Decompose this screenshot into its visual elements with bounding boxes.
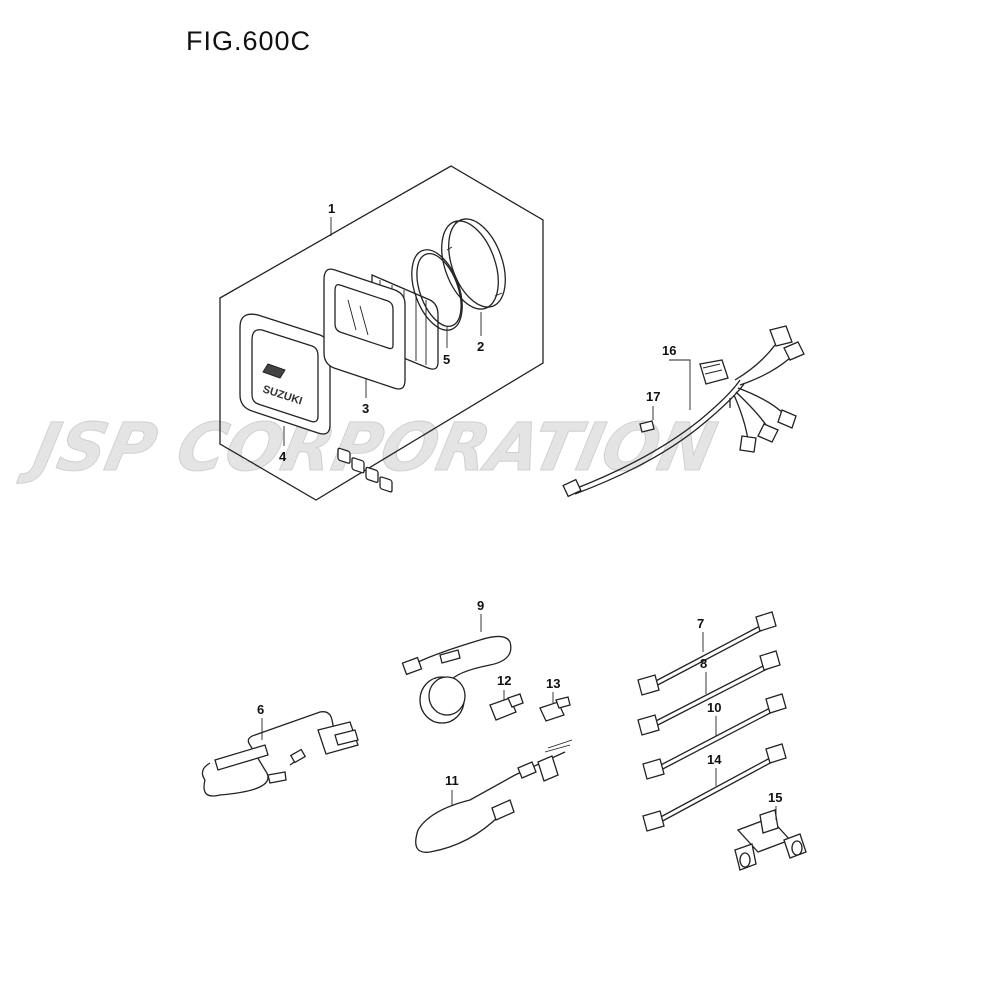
terminator-13-part[interactable] xyxy=(539,696,571,722)
callout-15: 15 xyxy=(768,790,782,805)
terminator-12-part[interactable] xyxy=(489,693,524,721)
callout-8: 8 xyxy=(700,656,707,671)
callout-group-harness: 16 17 xyxy=(646,343,691,420)
callout-3: 3 xyxy=(362,401,369,416)
callout-2: 2 xyxy=(477,339,484,354)
kit-box-outline xyxy=(219,165,544,501)
callout-group-cables: 7 8 10 14 xyxy=(697,616,722,786)
callout-11: 11 xyxy=(445,773,459,788)
watermark-text: JSP CORPORATION xyxy=(15,409,723,486)
callout-group-6: 6 xyxy=(257,702,264,740)
bezel-part[interactable]: SUZUKI xyxy=(239,313,331,435)
callout-12: 12 xyxy=(497,673,511,688)
lock-ring-part[interactable] xyxy=(431,211,516,317)
callout-group-9: 9 xyxy=(477,598,484,632)
callout-1: 1 xyxy=(328,201,335,216)
cable-6-part[interactable] xyxy=(201,711,359,797)
cable-14-part[interactable] xyxy=(642,743,787,832)
callout-6: 6 xyxy=(257,702,264,717)
cable-7-part[interactable] xyxy=(637,611,777,696)
callout-group-12-13: 12 13 xyxy=(497,673,560,703)
callout-9: 9 xyxy=(477,598,484,613)
callout-14: 14 xyxy=(707,752,722,767)
t-connector-15-part[interactable] xyxy=(734,809,807,871)
callout-7: 7 xyxy=(697,616,704,631)
callout-10: 10 xyxy=(707,700,721,715)
callout-group-11: 11 xyxy=(445,773,459,806)
sensor-9-part[interactable] xyxy=(401,635,512,724)
callout-13: 13 xyxy=(546,676,560,691)
cable-10-part[interactable] xyxy=(642,693,787,780)
power-cable-11-part[interactable] xyxy=(415,739,573,853)
callout-4: 4 xyxy=(279,449,287,464)
callout-16: 16 xyxy=(662,343,676,358)
callout-group-15: 15 xyxy=(768,790,782,820)
watermark: JSP CORPORATION xyxy=(14,408,723,486)
callout-group-kit: 1 2 3 4 5 xyxy=(279,201,484,464)
callout-17: 17 xyxy=(646,389,660,404)
callout-5: 5 xyxy=(443,352,450,367)
cable-8-part[interactable] xyxy=(637,650,781,736)
figure-title: FIG.600C xyxy=(186,26,312,56)
wire-harness-part[interactable] xyxy=(562,325,805,498)
